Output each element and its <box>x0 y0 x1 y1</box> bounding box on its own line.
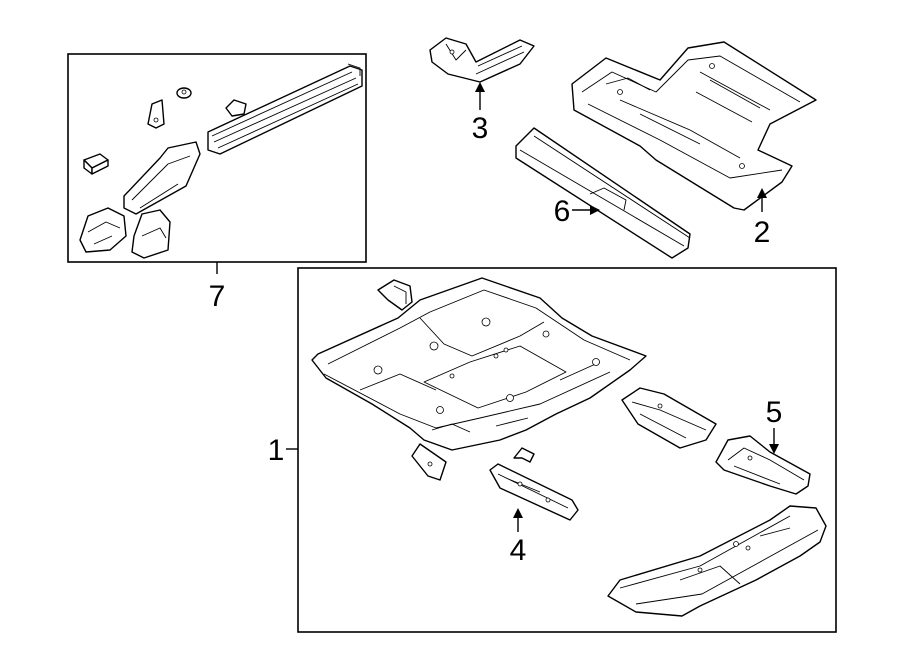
floor-reinforcement-mid <box>621 387 717 449</box>
floor-plate <box>411 443 447 481</box>
floor-rear-panel <box>607 505 827 617</box>
rail-hanger-right <box>131 209 171 259</box>
floor-bracket-top <box>377 279 413 311</box>
callout-7: 7 <box>209 280 226 313</box>
rail-clip <box>176 87 192 99</box>
rail-bracket <box>147 99 165 129</box>
part-2-rear-floor <box>571 41 817 211</box>
callout-6: 6 <box>554 195 571 228</box>
group-box-1 <box>297 267 837 633</box>
part-6-crossmember <box>515 127 691 259</box>
mid-rail <box>123 141 201 215</box>
callout-1: 1 <box>268 434 285 467</box>
part-4-bracket <box>489 463 579 521</box>
part-5-bracket <box>715 435 811 495</box>
callout-4: 4 <box>510 534 527 567</box>
callout-5: 5 <box>766 396 783 429</box>
part-1-front-floor <box>311 277 647 451</box>
callout-3: 3 <box>472 112 489 145</box>
callout-2: 2 <box>754 216 771 249</box>
floor-clip <box>513 447 535 463</box>
side-rail <box>207 63 363 155</box>
rail-cap <box>225 99 247 117</box>
part-3-bracket <box>429 37 535 83</box>
rail-hanger-left <box>79 207 127 253</box>
rail-block <box>83 153 109 175</box>
